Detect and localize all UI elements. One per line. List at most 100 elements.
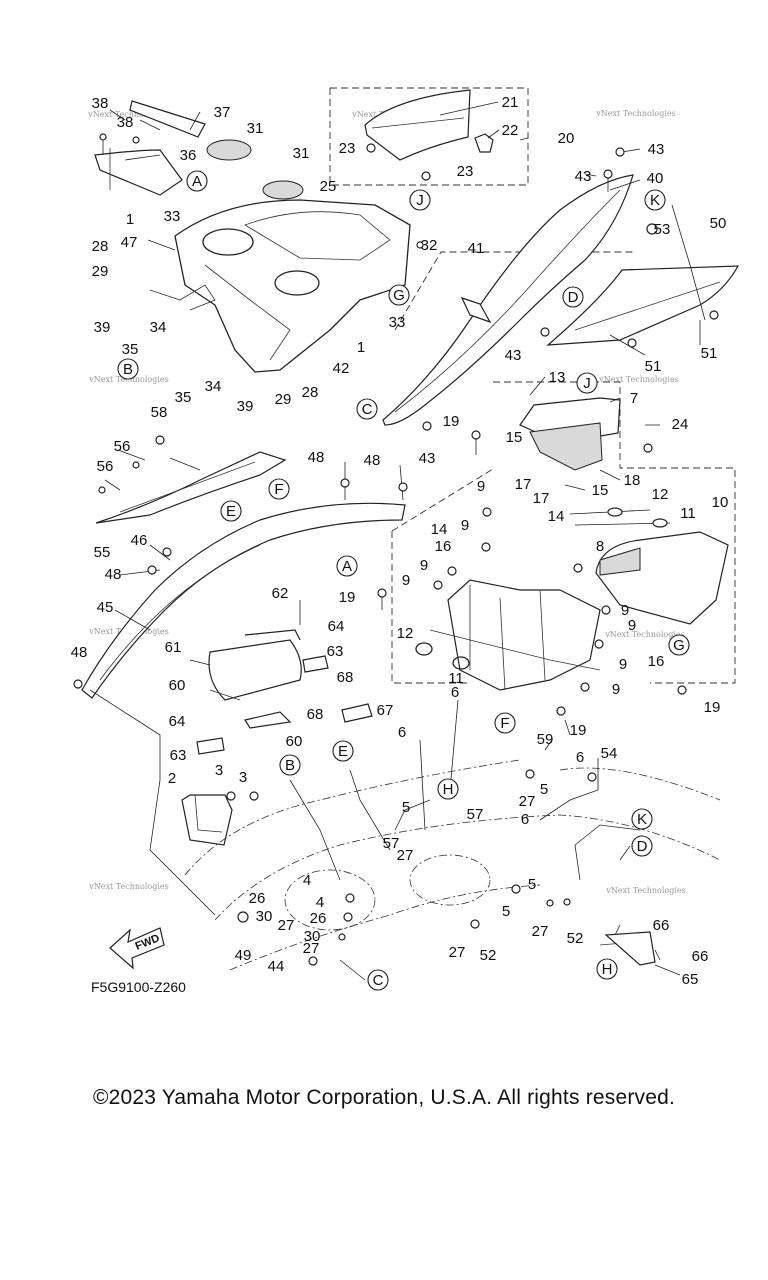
reference-letter-marker: K [644,189,666,211]
reference-circle [336,555,358,577]
part-number-callout: 16 [435,538,452,555]
part-number-callout: 59 [537,731,554,748]
part-number-callout: 16 [648,653,665,670]
part-number-callout: 39 [94,319,111,336]
reference-circle [332,740,354,762]
reference-circle [268,478,290,500]
part-number-callout: 27 [519,793,536,810]
part-number-callout: 34 [150,319,167,336]
reference-letter: E [338,743,348,760]
reference-circle [388,284,410,306]
part-number-callout: 19 [704,699,721,716]
part-number-callout: 33 [164,208,181,225]
reference-letter: F [500,715,509,732]
part-number-callout: 44 [268,958,285,975]
reference-letter-marker: H [596,958,618,980]
part-number-callout: 25 [320,178,337,195]
part-number-callout: 23 [339,140,356,157]
part-number-callout: 9 [461,517,469,534]
reference-circle [631,835,653,857]
part-number-callout: 21 [502,94,519,111]
part-number-callout: 62 [272,585,289,602]
part-number-callout: 27 [532,923,549,940]
part-number-callout: 51 [645,358,662,375]
reference-letter-marker: J [576,372,598,394]
reference-circle [220,500,242,522]
part-number-callout: 68 [307,706,324,723]
part-number-callout: 35 [122,341,139,358]
part-number-callout: 51 [701,345,718,362]
part-number-callout: 50 [710,215,727,232]
reference-letter-marker: G [668,634,690,656]
reference-circle [409,189,431,211]
reference-letter: A [192,173,202,190]
reference-circle [356,398,378,420]
part-number-callout: 9 [621,602,629,619]
part-number-callout: 39 [237,398,254,415]
reference-letter-marker: A [186,170,208,192]
part-number-callout: 49 [235,947,252,964]
part-number-callout: 63 [170,747,187,764]
reference-circle [576,372,598,394]
reference-letter-marker: A [336,555,358,577]
part-number-callout: 66 [692,948,709,965]
reference-letter-marker: E [220,500,242,522]
reference-circle [367,969,389,991]
reference-circle [494,712,516,734]
part-number-callout: 15 [592,482,609,499]
part-number-callout: 55 [94,544,111,561]
part-number-callout: 64 [169,713,186,730]
part-number-callout: 52 [480,947,497,964]
part-number-callout: 26 [249,890,266,907]
part-number-callout: 9 [619,656,627,673]
part-number-callout: 52 [567,930,584,947]
part-number-callout: 11 [448,670,464,687]
part-number-callout: 31 [247,120,264,137]
reference-circle [117,358,139,380]
part-number-callout: 60 [169,677,186,694]
part-number-callout: 9 [612,681,620,698]
part-number-callout: 56 [114,438,131,455]
part-number-callout: 29 [275,391,292,408]
reference-letter: J [416,192,424,209]
reference-circle [562,286,584,308]
part-number-callout: 3 [215,762,223,779]
part-number-callout: 37 [214,104,231,121]
reference-letter: H [602,961,613,978]
part-number-callout: 48 [364,452,381,469]
part-number-callout: 14 [548,508,565,525]
reference-circle [437,778,459,800]
part-number-callout: 46 [131,532,148,549]
reference-letter: E [226,503,236,520]
part-number-callout: 17 [515,476,532,493]
part-number-callout: 19 [570,722,587,739]
reference-letter: K [637,811,647,828]
part-number-callout: 34 [205,378,222,395]
part-number-callout: 5 [540,781,548,798]
reference-letter-marker: B [279,754,301,776]
reference-letter-marker: C [367,969,389,991]
part-number-callout: 56 [97,458,114,475]
reference-letter: B [123,361,133,378]
part-number-callout: 27 [278,917,295,934]
part-number-callout: 67 [377,702,394,719]
reference-letter: B [285,757,295,774]
part-number-callout: 17 [533,490,550,507]
reference-letter: A [342,558,352,575]
reference-letter-marker: F [268,478,290,500]
part-number-callout: 3 [239,769,247,786]
part-number-callout: 33 [389,314,406,331]
reference-letter-marker: E [332,740,354,762]
reference-circle [668,634,690,656]
part-number-callout: 53 [654,221,671,238]
reference-letter-marker: G [388,284,410,306]
fwd-arrow-icon: FWD [109,927,165,970]
part-number-callout: 45 [97,599,114,616]
reference-circle [644,189,666,211]
part-number-callout: 6 [521,811,529,828]
part-number-callout: 30 [304,928,321,945]
reference-letter-marker: C [356,398,378,420]
reference-letter: D [568,289,579,306]
reference-circle [631,808,653,830]
watermark-text: vNext Technologies [88,882,168,891]
